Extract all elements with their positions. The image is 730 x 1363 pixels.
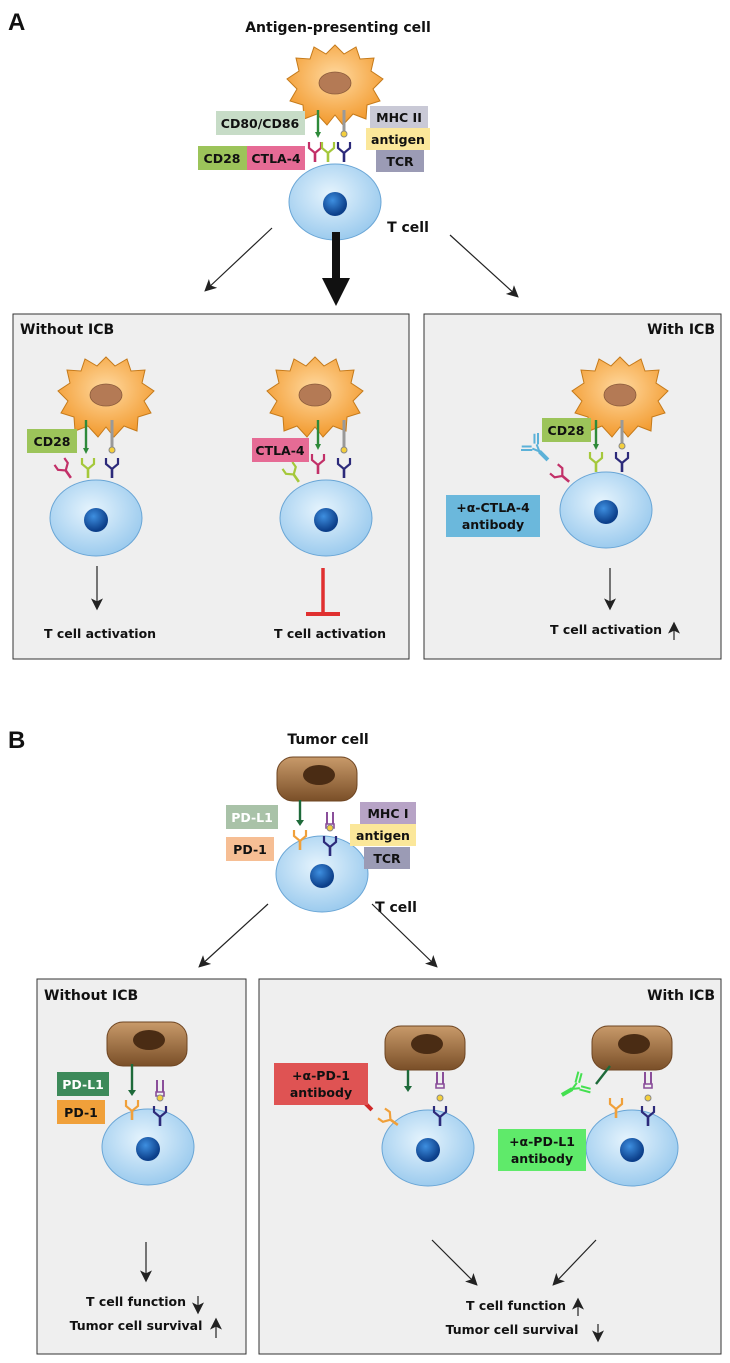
svg-text:MHC I: MHC I <box>367 806 408 821</box>
caption-b-with-1: T cell function <box>466 1298 566 1313</box>
panel-a-letter: A <box>8 9 25 36</box>
t-cell-top <box>288 163 382 241</box>
svg-text:antibody: antibody <box>290 1085 352 1100</box>
box-b-without-title: Without ICB <box>44 988 138 1004</box>
tag-pdl1-b-top: PD-L1 <box>226 805 278 829</box>
tag-antigen-a: antigen <box>366 128 430 150</box>
tag-anti-pdl1: +α-PD-L1 antibody <box>498 1129 586 1171</box>
synapse-a-left <box>53 420 120 483</box>
inhibition-bar <box>306 568 340 616</box>
tag-cd28-a-left: CD28 <box>27 429 77 453</box>
tag-cd28-a-right: CD28 <box>542 418 591 442</box>
svg-text:CD80/CD86: CD80/CD86 <box>221 116 300 131</box>
svg-text:CD28: CD28 <box>34 434 71 449</box>
tumor-b-right <box>591 1025 673 1071</box>
tag-mhc1: MHC I <box>360 802 416 824</box>
tumor-title: Tumor cell <box>287 732 368 748</box>
tag-anti-ctla4: +α-CTLA-4 antibody <box>446 495 540 537</box>
t-cell-label-a: T cell <box>387 220 429 236</box>
svg-text:PD-L1: PD-L1 <box>62 1077 104 1092</box>
svg-text:PD-1: PD-1 <box>64 1105 98 1120</box>
arrow-a-left <box>204 227 273 292</box>
svg-text:CD28: CD28 <box>548 423 585 438</box>
svg-text:PD-L1: PD-L1 <box>231 810 273 825</box>
arrow-a-right <box>449 234 519 298</box>
svg-text:TCR: TCR <box>373 851 401 866</box>
apc-title: Antigen-presenting cell <box>245 20 431 36</box>
tag-ctla4-top: CTLA-4 <box>247 146 305 170</box>
svg-text:CD28: CD28 <box>204 151 241 166</box>
synapse-b-mid <box>342 1070 448 1132</box>
tag-ctla4-a-mid: CTLA-4 <box>252 438 309 462</box>
tumor-b-mid <box>384 1025 466 1071</box>
svg-text:antigen: antigen <box>356 828 410 843</box>
svg-text:CTLA-4: CTLA-4 <box>255 443 305 458</box>
svg-text:CTLA-4: CTLA-4 <box>251 151 301 166</box>
caption-b-without-1: T cell function <box>86 1294 186 1309</box>
t-cell-b-left <box>101 1108 195 1186</box>
svg-text:+α-PD-L1: +α-PD-L1 <box>509 1134 575 1149</box>
caption-b-with-2: Tumor cell survival <box>446 1322 579 1337</box>
svg-text:+α-CTLA-4: +α-CTLA-4 <box>456 500 530 515</box>
synapse-b-top <box>292 800 338 858</box>
tag-cd28-top: CD28 <box>198 146 247 170</box>
synapse-b-left <box>124 1064 168 1128</box>
arrow-b-with-left <box>431 1239 478 1286</box>
synapse-b-right <box>554 1065 656 1128</box>
tumor-b-left <box>106 1021 188 1067</box>
tag-pd1-b-top: PD-1 <box>226 837 274 861</box>
box-b-with-title: With ICB <box>647 988 715 1004</box>
svg-text:+α-PD-1: +α-PD-1 <box>292 1068 350 1083</box>
caption-a-left: T cell activation <box>44 626 156 641</box>
svg-text:TCR: TCR <box>386 154 414 169</box>
arrow-b-right <box>371 903 438 968</box>
box-a-with-title: With ICB <box>647 322 715 338</box>
t-cell-b-right <box>585 1109 679 1187</box>
tag-pd1-b-left: PD-1 <box>57 1100 105 1124</box>
svg-text:PD-1: PD-1 <box>233 842 267 857</box>
t-cell-b-mid <box>381 1109 475 1187</box>
synapse-a-right <box>518 420 630 488</box>
arrow-b-with-right <box>552 1239 597 1286</box>
tag-anti-pd1: +α-PD-1 antibody <box>274 1063 368 1105</box>
arrow-b-left <box>198 903 269 968</box>
synapse-a-top <box>307 110 352 164</box>
svg-text:antibody: antibody <box>511 1151 573 1166</box>
t-cell-a-mid <box>279 479 373 557</box>
tag-pdl1-b-left: PD-L1 <box>57 1072 109 1096</box>
synapse-a-mid <box>281 420 352 487</box>
tag-mhc2: MHC II <box>370 106 428 128</box>
tumor-top <box>276 756 358 802</box>
t-cell-label-b: T cell <box>375 900 417 916</box>
panel-b-letter: B <box>8 727 25 754</box>
t-cell-b-top <box>275 835 369 913</box>
svg-text:antibody: antibody <box>462 517 524 532</box>
tag-antigen-b: antigen <box>350 824 416 846</box>
caption-a-with: T cell activation <box>550 622 662 637</box>
t-cell-a-right <box>559 471 653 549</box>
tag-cd80-cd86: CD80/CD86 <box>216 111 305 135</box>
caption-a-mid: T cell activation <box>274 626 386 641</box>
caption-b-without-2: Tumor cell survival <box>70 1318 203 1333</box>
tag-tcr-a: TCR <box>376 150 424 172</box>
arrow-a-center <box>322 232 350 306</box>
tag-tcr-b: TCR <box>364 847 410 869</box>
svg-text:MHC II: MHC II <box>376 110 422 125</box>
t-cell-a-left <box>49 479 143 557</box>
box-a-without-title: Without ICB <box>20 322 114 338</box>
svg-text:antigen: antigen <box>371 132 425 147</box>
